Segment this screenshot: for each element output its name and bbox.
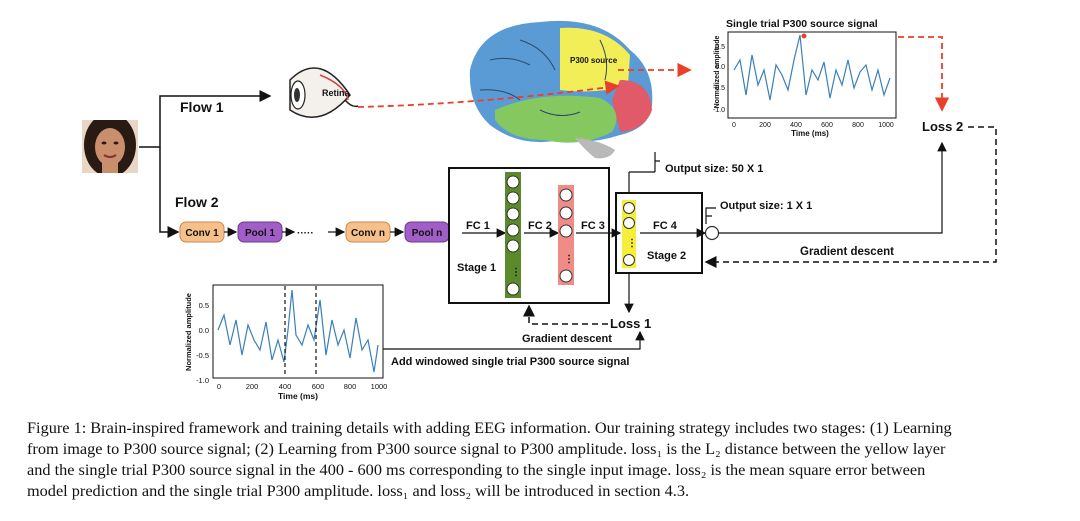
pink-dots: ⋮ (564, 254, 574, 265)
add-windowed-label: Add windowed single trial P300 source si… (391, 356, 629, 368)
retina-to-brain-arrow (357, 80, 620, 108)
top-xtick: 1000 (878, 122, 894, 129)
bottom-xtick: 400 (279, 382, 292, 391)
output-to-loss2-arrow (718, 141, 947, 234)
caption-line: model prediction and the single trial P3… (27, 481, 690, 500)
caption-line: and the single trial P300 source signal … (27, 460, 926, 479)
conv1-label: Conv 1 (185, 228, 219, 239)
fc1-label: FC 1 (466, 220, 490, 232)
convn-label: Conv n (351, 228, 385, 239)
bottom-xtick: 600 (312, 382, 325, 391)
top-ytick: -0.5 (713, 85, 725, 92)
stage1-box (448, 167, 610, 304)
flow1-label: Flow 1 (180, 99, 224, 115)
brain-icon (469, 20, 653, 159)
fc3-label: FC 3 (581, 220, 605, 232)
loss1-label: Loss 1 (610, 316, 651, 331)
top-ytick: 0.5 (715, 44, 725, 51)
fc2-label: FC 2 (528, 220, 552, 232)
flow2-label: Flow 2 (175, 194, 219, 210)
bottom-ytick: 0.0 (199, 326, 209, 335)
top-xtick: 400 (790, 122, 802, 129)
bottom-plot-xlabel: Time (ms) (278, 391, 318, 401)
green-dots: ⋮ (511, 267, 521, 278)
bottom-ytick: 0.5 (199, 301, 209, 310)
gradient-descent-2: Gradient descent (800, 246, 894, 258)
top-xtick: 200 (759, 122, 771, 129)
flow1-arrow (139, 90, 272, 148)
top-xtick: 0 (732, 122, 736, 129)
output-size-50-label: Output size: 50 X 1 (665, 163, 763, 175)
flow2-arrow (159, 147, 180, 238)
eye-icon (289, 67, 359, 118)
top-signal-plot: Single trial P300 source signal Normaliz… (713, 18, 897, 138)
bottom-plot-ylabel: Normalized amplitude (184, 293, 193, 371)
caption-line: Figure 1: Brain-inspired framework and t… (27, 418, 952, 437)
framework-figure: Flow 1 Flow 2 Retina P300 source Single … (82, 18, 997, 401)
bottom-ytick: -0.5 (196, 351, 209, 360)
gradient-descent-1: Gradient descent (522, 333, 612, 345)
top-plot-ylabel: Normalized amplitude (714, 36, 721, 109)
stage1-label: Stage 1 (457, 262, 496, 274)
loss1-gradient-arrow (523, 304, 608, 325)
bottom-xtick: 800 (344, 382, 357, 391)
figure-caption: Figure 1: Brain-inspired framework and t… (27, 417, 1057, 501)
top-plot-title: Single trial P300 source signal (726, 18, 878, 30)
windowed-signal-arrow (382, 330, 645, 350)
top-xtick: 600 (821, 122, 833, 129)
top-ytick: 0.0 (715, 64, 725, 71)
fc4-label: FC 4 (653, 220, 678, 232)
bottom-ytick: -1.0 (196, 376, 209, 385)
bottom-xtick: 0 (217, 382, 221, 391)
bottom-xtick: 1000 (371, 382, 388, 391)
yellow-dots: ⋮ (627, 238, 637, 249)
pool1-label: Pool 1 (245, 228, 275, 239)
p300-source-label: P300 source (570, 56, 618, 65)
top-xtick: 800 (852, 122, 864, 129)
yellow-layer (622, 200, 636, 268)
pipeline-dots: ····· (297, 228, 314, 239)
pooln-label: Pool n (412, 228, 443, 239)
input-face-image (82, 120, 138, 173)
loss2-label: Loss 2 (922, 119, 963, 134)
caption-line: from image to P300 source signal; (2) Le… (27, 439, 946, 458)
bottom-xtick: 200 (246, 382, 259, 391)
bottom-signal-plot: Normalized amplitude 0.5 0.0 -0.5 -1.0 0… (184, 284, 388, 401)
top-plot-xlabel: Time (ms) (791, 129, 829, 138)
output-node (704, 225, 720, 241)
top-ytick: -1.0 (713, 107, 725, 114)
retina-label: Retina (322, 88, 351, 98)
loss2-gradient-arrow (704, 126, 997, 268)
stage2-label: Stage 2 (647, 250, 686, 262)
output-size-1-label: Output size: 1 X 1 (720, 200, 812, 212)
